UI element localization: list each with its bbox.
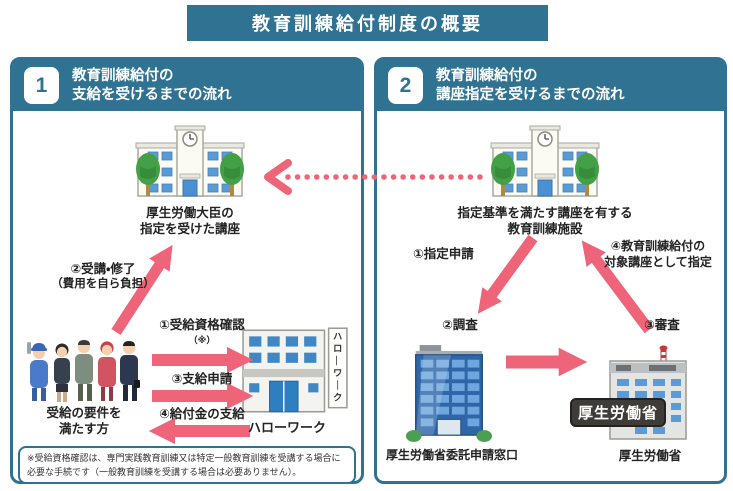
designated-course-caption: 厚生労働大臣の 指定を受けた講座: [139, 206, 240, 237]
panel1-title: 教育訓練給付の 支給を受けるまでの流れ: [72, 67, 232, 103]
step-examination-label: ③審査: [644, 318, 680, 332]
mhlw-caption: 厚生労働省: [618, 449, 682, 463]
applicants-caption: 受給の要件を 満たす方: [46, 406, 122, 437]
panel1-header: 1 教育訓練給付の 支給を受けるまでの流れ: [13, 60, 361, 111]
hellowork-caption: ハローワーク: [247, 420, 326, 435]
step-designated-course-label: ④教育訓練給付の 対象講座として指定: [604, 239, 712, 269]
panel1-number-badge: 1: [24, 67, 59, 104]
attend-complete-label: ②受講・修了 （費用を自ら負担）: [51, 262, 155, 291]
application-window-caption: 厚生労働省委託申請窓口: [385, 448, 518, 462]
mhlw-badge: 厚生労働省: [570, 398, 667, 427]
step-investigation-label: ②調査: [442, 318, 478, 332]
step-benefit-paid-label: ④給付金の支給: [159, 407, 245, 421]
panel2-number-badge: 2: [388, 67, 423, 104]
step-payment-apply-label: ③支給申請: [171, 372, 233, 386]
applicants-group-icon: [26, 330, 140, 404]
mhlw-building-icon: [592, 344, 704, 442]
training-facility-caption: 指定基準を満たす講座を有する 教育訓練施設: [457, 206, 633, 237]
page-title: 教育訓練給付制度の概要: [187, 5, 548, 41]
school-icon-training-facility: [483, 124, 607, 204]
step-designation-application-label: ①指定申請: [413, 247, 474, 261]
panel2-header: 2 教育訓練給付の 講座指定を受けるまでの流れ: [377, 60, 724, 111]
school-icon-designated-course: [128, 124, 252, 204]
step-eligibility-note: （※）: [188, 335, 216, 345]
eligibility-footnote: ※受給資格確認は、専門実践教育訓練又は特定一般教育訓練を受講する場合に必要な手続…: [18, 446, 356, 484]
step-eligibility-confirm-label: ①受給資格確認: [159, 318, 245, 332]
office-tower-icon: [404, 342, 494, 444]
panel2-title: 教育訓練給付の 講座指定を受けるまでの流れ: [436, 67, 625, 103]
